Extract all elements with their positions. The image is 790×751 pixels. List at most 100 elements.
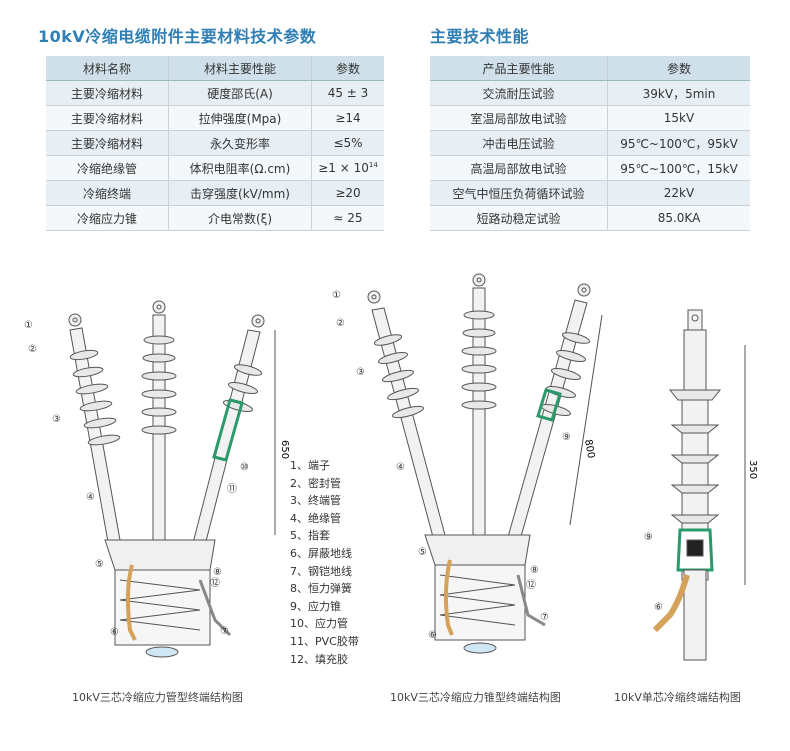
table-row: 空气中恒压负荷循环试验 22kV — [430, 180, 750, 206]
table-cell: ≤5% — [311, 130, 384, 156]
table-row: 主要冷缩材料 永久变形率 ≤5% — [46, 130, 384, 156]
table-row: 主要冷缩材料 拉伸强度(Mpa) ≥14 — [46, 105, 384, 131]
table-cell: 45 ± 3 — [311, 80, 384, 106]
table-row: 冷缩终端 击穿强度(kV/mm) ≥20 — [46, 180, 384, 206]
marker-label: ⑦ — [220, 626, 229, 637]
table-cell: 硬度邵氏(A) — [168, 80, 312, 106]
table-cell: 体积电阻率(Ω.cm) — [168, 155, 312, 181]
table-cell: 39kV，5min — [607, 80, 750, 106]
single-core-diagram: 350 ⑨ ⑥ — [644, 309, 758, 661]
table-row: 高温局部放电试验 95℃~100℃，15kV — [430, 155, 750, 181]
dimension-label: 800 — [582, 439, 596, 460]
cell-text: ≥1 × 10 — [318, 161, 369, 175]
column-header: 参数 — [607, 56, 750, 81]
dimension-label: 350 — [747, 460, 758, 479]
table-cell: 空气中恒压负荷循环试验 — [430, 180, 608, 206]
table-cell: 85.0KA — [607, 205, 750, 231]
marker-label: ⑨ — [644, 532, 653, 543]
marker-label: ② — [28, 344, 37, 355]
table-row: 冷缩绝缘管 体积电阻率(Ω.cm) ≥1 × 1014 — [46, 155, 384, 181]
table-cell: ≥20 — [311, 180, 384, 206]
legend-item: 8、恒力弹簧 — [290, 582, 352, 596]
table-cell: 主要冷缩材料 — [46, 130, 169, 156]
marker-label: ⑧ — [530, 565, 539, 576]
table-cell: 22kV — [607, 180, 750, 206]
table-header-row: 产品主要性能 参数 — [430, 56, 750, 81]
marker-label: ① — [24, 320, 33, 331]
table-cell: 95℃~100℃，95kV — [607, 130, 750, 156]
table-cell: 高温局部放电试验 — [430, 155, 608, 181]
marker-label: ⑤ — [95, 559, 104, 570]
marker-label: ⑥ — [428, 630, 437, 641]
marker-label: ⑩ — [240, 462, 249, 473]
diagram-caption: 10kV单芯冷缩终端结构图 — [614, 691, 741, 704]
marker-label: ⑫ — [210, 577, 220, 589]
table-cell: 介电常数(ξ) — [168, 205, 312, 231]
marker-label: ⑥ — [654, 602, 663, 613]
column-header: 参数 — [311, 56, 384, 81]
marker-label: ⑪ — [227, 483, 237, 495]
table-row: 交流耐压试验 39kV，5min — [430, 80, 750, 106]
table-cell: 短路动稳定试验 — [430, 205, 608, 231]
legend-item: 6、屏蔽地线 — [290, 546, 352, 560]
table-cell: 冷缩终端 — [46, 180, 169, 206]
marker-label: ⑨ — [562, 432, 571, 443]
dimension-label: 650 — [279, 440, 290, 459]
column-header: 材料主要性能 — [168, 56, 312, 81]
left-table-title: 10kV冷缩电缆附件主要材料技术参数 — [38, 27, 317, 46]
table-row: 冷缩应力锥 介电常数(ξ) ≈ 25 — [46, 205, 384, 231]
right-table-title: 主要技术性能 — [430, 27, 530, 46]
table-cell: ≥14 — [311, 105, 384, 131]
table-cell: 永久变形率 — [168, 130, 312, 156]
table-row: 冲击电压试验 95℃~100℃，95kV — [430, 130, 750, 156]
legend-item: 3、终端管 — [290, 494, 341, 508]
table-cell: 主要冷缩材料 — [46, 105, 169, 131]
table-header-row: 材料名称 材料主要性能 参数 — [46, 56, 384, 81]
column-header: 产品主要性能 — [430, 56, 608, 81]
table-cell: 击穿强度(kV/mm) — [168, 180, 312, 206]
diagram-caption: 10kV三芯冷缩应力锥型终端结构图 — [390, 691, 561, 704]
marker-label: ③ — [356, 367, 365, 378]
legend-item: 12、填充胶 — [290, 652, 348, 666]
diagram-caption: 10kV三芯冷缩应力管型终端结构图 — [72, 691, 243, 704]
column-header: 材料名称 — [46, 56, 169, 81]
table-cell: 冷缩绝缘管 — [46, 155, 169, 181]
marker-label: ⑤ — [418, 547, 427, 558]
table-cell: 95℃~100℃，15kV — [607, 155, 750, 181]
three-core-stress-cone-diagram: 800 ① ② ③ ④ ⑤ ⑥ ⑦ ⑧ ⑨ ⑫ — [332, 273, 603, 654]
table-cell: 冲击电压试验 — [430, 130, 608, 156]
table-cell: 主要冷缩材料 — [46, 80, 169, 106]
marker-label: ④ — [396, 462, 405, 473]
exponent: 14 — [368, 161, 378, 169]
table-row: 室温局部放电试验 15kV — [430, 105, 750, 131]
table-cell: ≈ 25 — [311, 205, 384, 231]
marker-label: ④ — [86, 492, 95, 503]
marker-label: ⑫ — [526, 579, 536, 591]
legend-item: 11、PVC胶带 — [290, 634, 359, 648]
table-cell: 冷缩应力锥 — [46, 205, 169, 231]
legend-item: 9、应力锥 — [290, 599, 341, 613]
legend-item: 5、指套 — [290, 529, 330, 543]
table-cell: ≥1 × 1014 — [311, 155, 384, 181]
three-core-stress-tube-diagram: 650 ① ② ③ ④ ⑤ ⑥ ⑦ ⑧ ⑩ ⑪ ⑫ — [24, 300, 290, 658]
table-row: 短路动稳定试验 85.0KA — [430, 205, 750, 231]
marker-label: ③ — [52, 414, 61, 425]
marker-label: ⑧ — [213, 567, 222, 578]
table-row: 主要冷缩材料 硬度邵氏(A) 45 ± 3 — [46, 80, 384, 106]
table-cell: 15kV — [607, 105, 750, 131]
legend-item: 7、钢铠地线 — [290, 564, 352, 578]
legend-item: 1、端子 — [290, 459, 330, 472]
legend-item: 10、应力管 — [290, 617, 348, 631]
marker-label: ① — [332, 290, 341, 301]
legend-item: 2、密封管 — [290, 476, 341, 490]
performance-table: 产品主要性能 参数 交流耐压试验 39kV，5min 室温局部放电试验 15kV… — [430, 56, 750, 231]
marker-label: ⑥ — [110, 627, 119, 638]
legend-item: 4、绝缘管 — [290, 511, 341, 525]
component-legend: 1、端子 2、密封管 3、终端管 4、绝缘管 5、指套 6、屏蔽地线 7、钢铠地… — [290, 457, 359, 668]
material-spec-table: 材料名称 材料主要性能 参数 主要冷缩材料 硬度邵氏(A) 45 ± 3 主要冷… — [46, 56, 384, 231]
marker-label: ② — [336, 318, 345, 329]
table-cell: 室温局部放电试验 — [430, 105, 608, 131]
marker-label: ⑦ — [540, 612, 549, 623]
table-cell: 拉伸强度(Mpa) — [168, 105, 312, 131]
table-cell: 交流耐压试验 — [430, 80, 608, 106]
